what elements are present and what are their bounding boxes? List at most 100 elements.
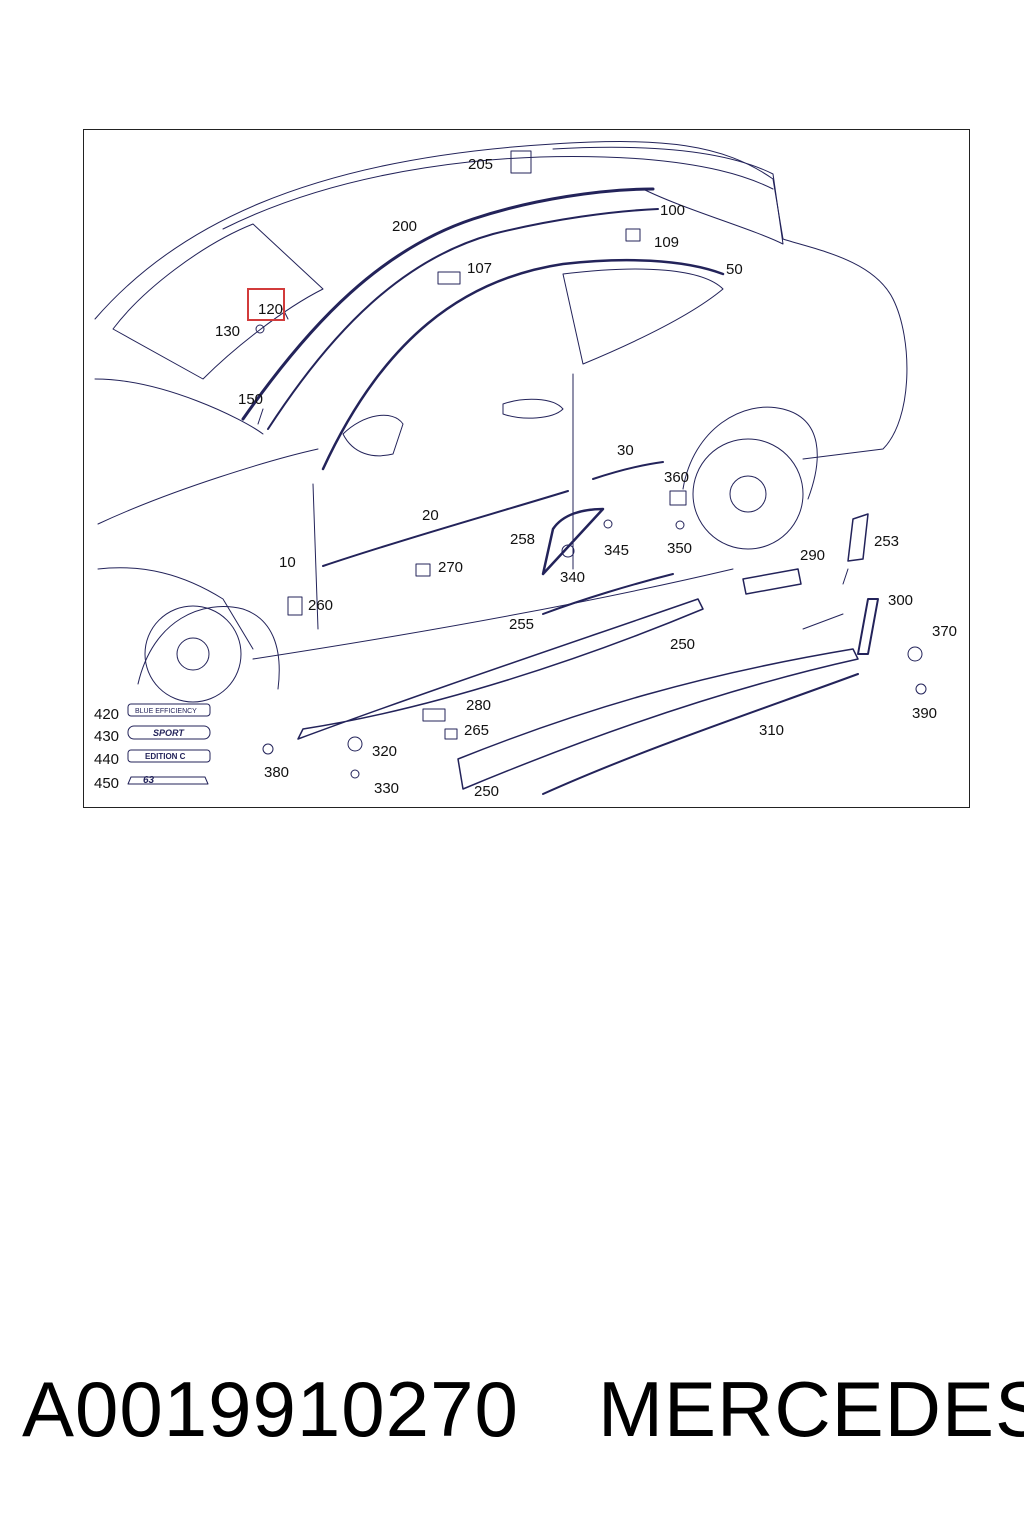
diagram-frame [83, 129, 970, 808]
fastener-380 [262, 743, 274, 755]
callout-258: 258 [510, 531, 535, 548]
callout-255: 255 [509, 616, 534, 633]
fastener-340 [561, 544, 575, 558]
fastener-370 [907, 646, 923, 662]
callout-340: 340 [560, 569, 585, 586]
panel-290 [742, 568, 802, 595]
clip-280 [422, 708, 446, 722]
hood-line [94, 378, 264, 435]
clip-265 [444, 728, 458, 740]
callout-50: 50 [726, 261, 743, 278]
arrow-253 [842, 568, 849, 585]
badge-edition [127, 749, 211, 763]
trim-310 [542, 673, 859, 795]
callout-300: 300 [888, 592, 913, 609]
callout-200: 200 [392, 218, 417, 235]
panel-253 [847, 513, 869, 562]
badge-sport-text: SPORT [153, 728, 185, 738]
callout-420: 420 [94, 706, 119, 723]
callout-109: 109 [654, 234, 679, 251]
fastener-350 [675, 520, 685, 530]
front-wheel [144, 605, 242, 703]
fastener-390 [915, 683, 927, 695]
callout-450: 450 [94, 775, 119, 792]
mirror [342, 414, 404, 457]
callout-100: 100 [660, 202, 685, 219]
sill-panel-250 [297, 598, 704, 740]
sill-panel-250-lower [457, 648, 859, 790]
callout-253: 253 [874, 533, 899, 550]
badge-amg-text: 63 [143, 775, 155, 786]
callout-10: 10 [279, 554, 296, 571]
callout-370: 370 [932, 623, 957, 640]
rear-wheel-arch [682, 406, 818, 500]
door-front-edge [312, 483, 319, 630]
callout-130: 130 [215, 323, 240, 340]
roof-trim-100 [267, 208, 659, 430]
badge-amg [127, 776, 209, 785]
callout-310: 310 [759, 722, 784, 739]
clip-360 [669, 490, 687, 506]
callout-280: 280 [466, 697, 491, 714]
rocker-lower [252, 568, 734, 660]
roof-trim-200 [241, 187, 655, 421]
callout-290: 290 [800, 547, 825, 564]
callout-390: 390 [912, 705, 937, 722]
callout-20: 20 [422, 507, 439, 524]
windshield [112, 223, 324, 380]
callout-120-highlight [247, 288, 285, 321]
car-body-outline [94, 141, 908, 460]
rear-window [552, 146, 784, 245]
molding-20 [322, 490, 569, 567]
window-frame [321, 258, 725, 471]
part-number-caption: A0019910270 [22, 1365, 519, 1453]
fastener-330 [350, 769, 360, 779]
callout-107: 107 [467, 260, 492, 277]
roof-line [222, 156, 774, 230]
clip-107 [437, 271, 461, 285]
callout-265: 265 [464, 722, 489, 739]
front-wheel-arch [137, 606, 280, 690]
callout-345: 345 [604, 542, 629, 559]
fastener-320 [347, 736, 363, 752]
clip-260 [287, 596, 303, 616]
arrow-300 [802, 613, 844, 630]
molding-255 [542, 573, 674, 615]
door-handle [502, 398, 564, 419]
front-wheel-hub [176, 637, 210, 671]
front-bumper [97, 567, 254, 650]
hood-edge [97, 448, 319, 525]
leader-150 [257, 408, 264, 425]
callout-380: 380 [264, 764, 289, 781]
callout-250-lower: 250 [474, 783, 499, 800]
rear-wheel-hub [729, 475, 767, 513]
badge-blue-efficiency-text: BLUE EFFICIENCY [135, 708, 197, 715]
callout-430: 430 [94, 728, 119, 745]
callout-205: 205 [468, 156, 493, 173]
seal-258 [541, 507, 605, 576]
callout-360: 360 [664, 469, 689, 486]
callout-320: 320 [372, 743, 397, 760]
callout-330: 330 [374, 780, 399, 797]
badge-edition-text: EDITION C [145, 752, 186, 761]
badge-sport [127, 725, 211, 740]
molding-30 [592, 461, 664, 480]
callout-250-upper: 250 [670, 636, 695, 653]
badge-texts: BLUE EFFICIENCY SPORT EDITION C 63 [135, 708, 197, 786]
clip-270 [415, 563, 431, 577]
callout-150: 150 [238, 391, 263, 408]
callout-270: 270 [438, 559, 463, 576]
rear-wheel [692, 438, 804, 550]
callout-350: 350 [667, 540, 692, 557]
clip-109 [625, 228, 641, 242]
callout-30: 30 [617, 442, 634, 459]
parts-diagram: 205 200 100 109 107 50 120 130 150 30 36… [94, 141, 957, 800]
fastener-130 [255, 324, 265, 334]
rear-side-window [562, 268, 724, 365]
grille-300 [857, 598, 879, 655]
fastener-345 [603, 519, 613, 529]
callout-260: 260 [308, 597, 333, 614]
callout-labels: 205 200 100 109 107 50 120 130 150 30 36… [94, 156, 957, 800]
brand-caption: MERCEDES [598, 1365, 1024, 1453]
badge-blue-efficiency [127, 703, 211, 717]
